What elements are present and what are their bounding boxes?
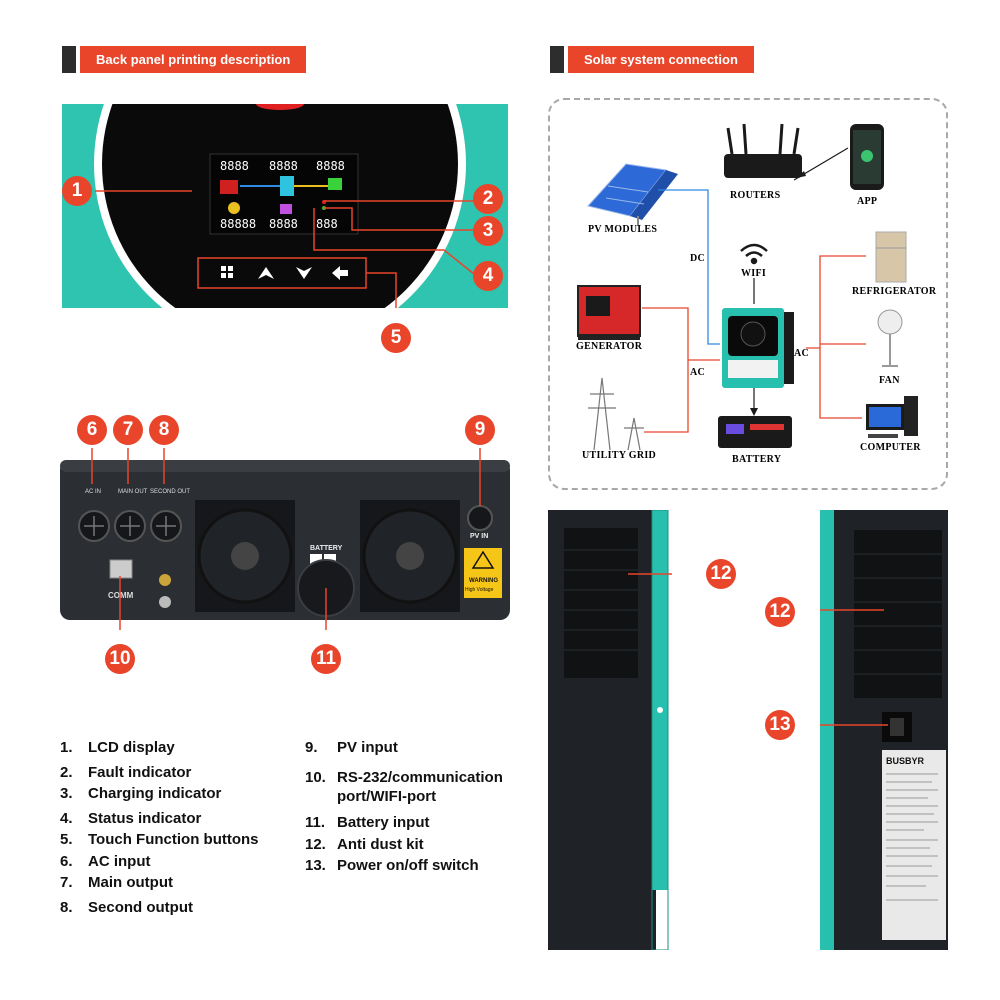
ac-left-label: AC	[690, 367, 705, 378]
header-bar	[62, 46, 76, 73]
legend-item: 11.Battery input	[305, 813, 430, 831]
comm-label: COMM	[108, 591, 134, 600]
back-panel-title: Back panel printing description	[80, 46, 307, 73]
lcd-panel-image: 8888 8888 8888 88888 8888 888	[62, 104, 508, 308]
legend-item: 12.Anti dust kit	[305, 836, 424, 853]
solar-diagram-frame	[548, 98, 948, 490]
callout-badge-3: 3	[473, 216, 503, 246]
callout-badge-4: 4	[473, 261, 503, 291]
pv-modules-label: PV MODULES	[588, 224, 657, 235]
legend-item: 8.Second output	[60, 898, 193, 916]
refrigerator-label: REFRIGERATOR	[852, 286, 937, 297]
routers-label: ROUTERS	[730, 190, 781, 201]
legend-item: 7.Main output	[60, 874, 173, 891]
legend-right: 9.PV input 10.RS-232/communication port/…	[305, 738, 535, 875]
ac-right-label: AC	[794, 348, 809, 359]
pv-modules-icon	[587, 163, 678, 226]
callout-badge-9: 9	[465, 415, 495, 445]
utility-grid-icon	[588, 377, 644, 451]
legend-item: 5.Touch Function buttons	[60, 831, 259, 848]
callout-badge-10: 10	[105, 644, 135, 674]
callout-badge-13: 13	[765, 710, 795, 740]
callout-badge-2: 2	[473, 184, 503, 214]
brand-label: BUSBYR	[886, 756, 925, 766]
legend-item: 6.AC input	[60, 852, 151, 870]
callout-badge-12-right: 12	[765, 597, 795, 627]
pv-in-label: PV IN	[470, 533, 488, 540]
svg-text:888: 888	[316, 217, 338, 231]
back-panel-image: AC IN MAIN OUT SECOND OUT COMM BATTERY P…	[60, 448, 510, 630]
side-view-left	[548, 510, 672, 950]
callout-badge-8: 8	[149, 415, 179, 445]
callout-badge-11: 11	[311, 644, 341, 674]
back-panel-header: Back panel printing description	[62, 46, 307, 73]
battery-label: BATTERY	[732, 454, 782, 465]
legend-item: 10.RS-232/communication port/WIFI-port	[305, 768, 503, 806]
fan-icon	[877, 309, 903, 367]
app-label: APP	[857, 196, 877, 207]
dc-label: DC	[690, 253, 705, 264]
refrigerator-icon	[875, 231, 907, 283]
callout-badge-12-left: 12	[706, 559, 736, 589]
legend-item: 9.PV input	[305, 739, 398, 756]
router-icon	[724, 123, 802, 178]
computer-icon	[866, 396, 918, 438]
legend-item: 1.LCD display	[60, 739, 175, 756]
wifi-label: WIFI	[741, 268, 766, 279]
solar-title: Solar system connection	[568, 46, 754, 73]
generator-label: GENERATOR	[576, 341, 643, 352]
wifi-icon	[740, 243, 768, 265]
inverter-icon	[722, 308, 794, 388]
generator-icon	[577, 285, 641, 340]
ac-in-label: AC IN	[85, 489, 101, 495]
svg-text:8888: 8888	[269, 159, 298, 173]
main-out-label: MAIN OUT	[118, 489, 148, 495]
legend-item: 4.Status indicator	[60, 809, 202, 827]
callout-badge-7: 7	[113, 415, 143, 445]
legend-left: 1.LCD display 2.Fault indicator 3.Chargi…	[60, 738, 300, 917]
legend-item: 3.Charging indicator	[60, 785, 222, 802]
utility-grid-label: UTILITY GRID	[582, 450, 656, 461]
legend-item: 13.Power on/off switch	[305, 856, 479, 874]
second-out-label: SECOND OUT	[150, 489, 190, 495]
svg-text:8888: 8888	[269, 217, 298, 231]
warning-label: WARNING	[469, 578, 498, 584]
legend-item: 2.Fault indicator	[60, 763, 192, 781]
phone-icon	[850, 124, 884, 190]
callout-badge-6: 6	[77, 415, 107, 445]
header-bar	[550, 46, 564, 73]
svg-text:8888: 8888	[220, 159, 249, 173]
solar-diagram: PV MODULES ROUTERS APP WIFI DC AC AC GEN…	[576, 123, 937, 465]
high-voltage-label: High Voltage	[465, 587, 494, 593]
battery-port-label: BATTERY	[310, 545, 343, 552]
callout-badge-5: 5	[381, 323, 411, 353]
solar-header: Solar system connection	[550, 46, 754, 73]
side-view-right: BUSBYR	[820, 510, 948, 950]
svg-text:8888: 8888	[316, 159, 345, 173]
computer-label: COMPUTER	[860, 442, 921, 453]
svg-text:88888: 88888	[220, 217, 256, 231]
callout-badge-1: 1	[62, 176, 92, 206]
battery-icon	[718, 416, 792, 448]
fan-label: FAN	[879, 375, 900, 386]
